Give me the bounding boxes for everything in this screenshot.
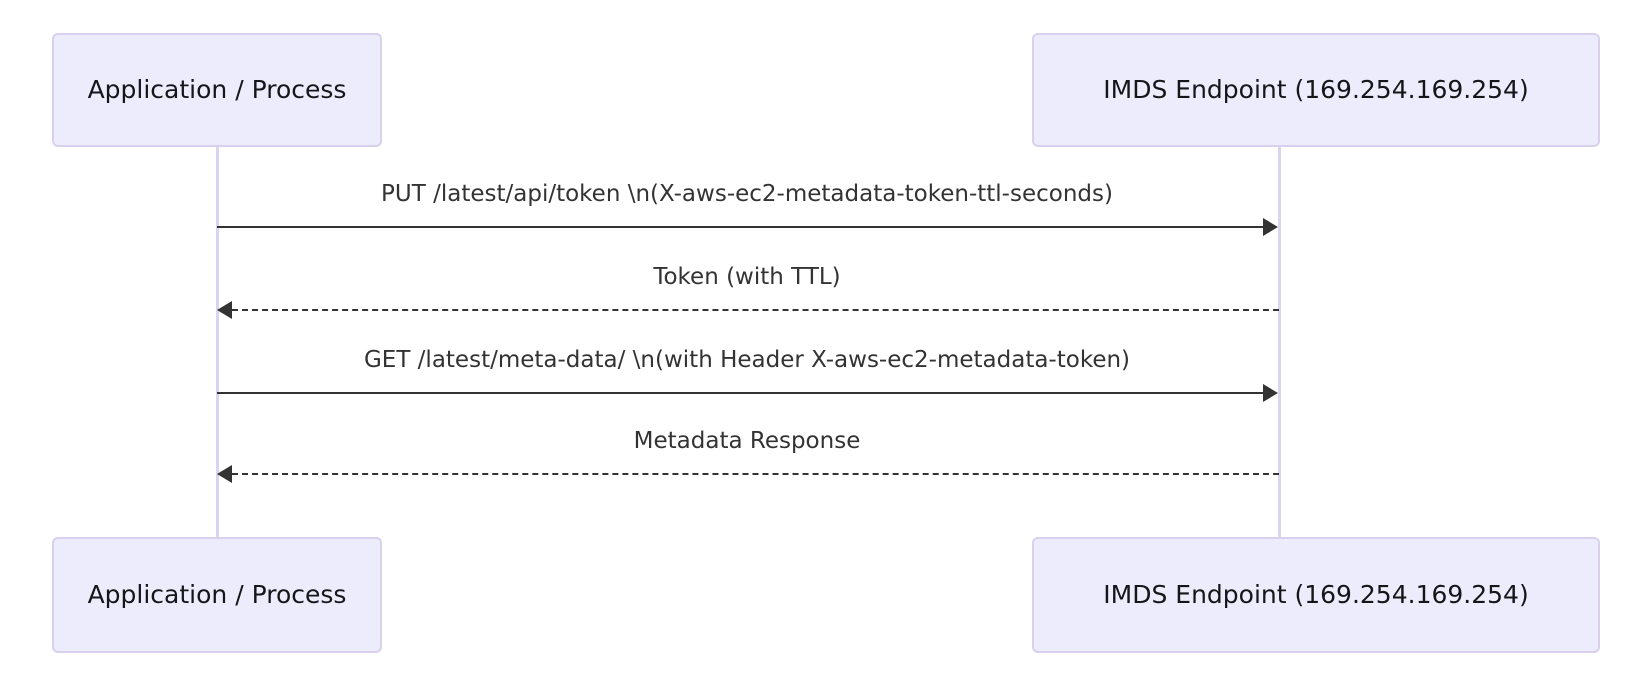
participant-box-application-top[interactable]: Application / Process bbox=[52, 33, 382, 147]
message-label-token-ttl: Token (with TTL) bbox=[653, 264, 841, 290]
participant-box-application-bottom[interactable]: Application / Process bbox=[52, 537, 382, 653]
message-line-metadata-response bbox=[232, 473, 1279, 475]
arrowhead-left-metadata-response bbox=[217, 465, 232, 483]
message-label-metadata-response: Metadata Response bbox=[633, 428, 861, 454]
participant-label-application-bottom: Application / Process bbox=[87, 580, 347, 609]
participant-label-imds-top: IMDS Endpoint (169.254.169.254) bbox=[1103, 75, 1529, 104]
participant-box-imds-bottom[interactable]: IMDS Endpoint (169.254.169.254) bbox=[1032, 537, 1600, 653]
message-line-token-ttl bbox=[232, 309, 1279, 311]
participant-label-application-top: Application / Process bbox=[87, 75, 347, 104]
lifeline-application bbox=[216, 147, 219, 537]
arrowhead-left-token-ttl bbox=[217, 301, 232, 319]
message-line-put-token bbox=[217, 226, 1263, 228]
participant-box-imds-top[interactable]: IMDS Endpoint (169.254.169.254) bbox=[1032, 33, 1600, 147]
arrowhead-right-get-metadata bbox=[1263, 384, 1278, 402]
message-label-put-token: PUT /latest/api/token \n(X-aws-ec2-metad… bbox=[381, 181, 1113, 207]
message-line-get-metadata bbox=[217, 392, 1263, 394]
participant-label-imds-bottom: IMDS Endpoint (169.254.169.254) bbox=[1103, 580, 1529, 609]
message-label-get-metadata: GET /latest/meta-data/ \n(with Header X-… bbox=[363, 347, 1131, 373]
lifeline-imds bbox=[1278, 147, 1281, 537]
arrowhead-right-put-token bbox=[1263, 218, 1278, 236]
